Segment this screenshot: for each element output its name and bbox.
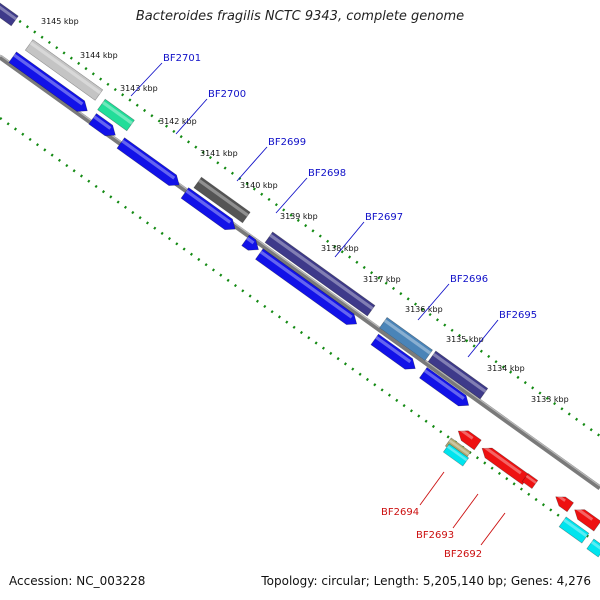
kbp-tick-label: 3139 kbp	[280, 212, 318, 221]
gene-block-cog-steelblue	[379, 316, 433, 362]
kbp-tick-label: 3141 kbp	[200, 149, 238, 158]
gene-block-cog-darkgray	[193, 176, 251, 224]
kbp-tick-label: 3145 kbp	[41, 17, 79, 26]
callout-line	[452, 493, 479, 529]
rev-red-4	[555, 493, 574, 513]
gene-block-cog-gray	[24, 39, 104, 101]
orf-5	[241, 234, 259, 251]
orf-7	[370, 333, 416, 370]
orf-2	[88, 113, 116, 137]
gene-label-reverse: BF2694	[381, 507, 419, 518]
gene-block-cog-green	[97, 98, 135, 132]
kbp-tick-label: 3143 kbp	[120, 84, 158, 93]
gene-label-reverse: BF2692	[444, 549, 482, 560]
kbp-tick-label: 3140 kbp	[240, 181, 278, 190]
orf-1	[8, 51, 88, 112]
kbp-tick-label: 3133 kbp	[531, 395, 569, 404]
rev-cyan-1	[442, 443, 470, 467]
accession-label: Accession: NC_003228	[9, 574, 146, 588]
kbp-tick-label: 3138 kbp	[321, 244, 359, 253]
callout-line	[417, 283, 450, 321]
orf-8	[419, 366, 470, 407]
gene-label-forward: BF2696	[450, 274, 488, 285]
gene-label-forward: BF2699	[268, 137, 306, 148]
kbp-tick-labels: 3145 kbp 3144 kbp 3143 kbp 3142 kbp 3141 kbp…	[41, 17, 569, 404]
gene-callouts: BF2701BF2700BF2699BF2698BF2697BF2696BF26…	[130, 53, 537, 560]
callout-line	[419, 471, 445, 506]
callout-line	[480, 512, 506, 546]
topology-label: Topology: circular; Length: 5,205,140 bp…	[261, 574, 591, 588]
gene-label-forward: BF2700	[208, 89, 246, 100]
map-title: Bacteroides fragilis NCTC 9343, complete…	[135, 9, 465, 24]
gene-label-forward: BF2695	[499, 310, 537, 321]
rev-cyan-2	[558, 516, 590, 544]
gene-block-cog-purple-2	[427, 350, 489, 400]
callout-line	[130, 62, 163, 97]
orf-6	[255, 248, 358, 325]
kbp-tick-label: 3134 kbp	[487, 364, 525, 373]
genome-backbone-highlight	[0, 54, 600, 487]
gene-label-reverse: BF2693	[416, 530, 454, 541]
cog-forward-track	[0, 2, 489, 400]
rev-cyan-3	[586, 538, 600, 558]
rev-red-5	[574, 506, 600, 532]
gene-block-cog-purple-1	[264, 231, 376, 317]
orf-4	[180, 187, 236, 231]
feature-dotted-ring	[0, 116, 600, 547]
orf-3	[116, 137, 180, 186]
gene-label-forward: BF2697	[365, 212, 403, 223]
genome-backbone	[0, 54, 600, 491]
callout-line	[467, 319, 499, 358]
gene-label-forward: BF2701	[163, 53, 201, 64]
rev-red-3	[521, 473, 539, 489]
callout-line	[334, 221, 365, 258]
kbp-tick-label: 3136 kbp	[405, 305, 443, 314]
callout-line	[275, 177, 308, 214]
callout-line	[175, 98, 208, 135]
callout-line	[236, 146, 268, 182]
gene-block-cog-purple-edge	[0, 2, 19, 27]
reverse-strand-track	[442, 427, 600, 558]
kbp-tick-label: 3135 kbp	[446, 335, 484, 344]
gene-label-forward: BF2698	[308, 168, 346, 179]
kbp-tick-label: 3137 kbp	[363, 275, 401, 284]
rev-red-1	[457, 427, 482, 451]
kbp-tick-label: 3144 kbp	[80, 51, 118, 60]
kbp-tick-label: 3142 kbp	[159, 117, 197, 126]
orf-forward-track	[8, 51, 470, 407]
